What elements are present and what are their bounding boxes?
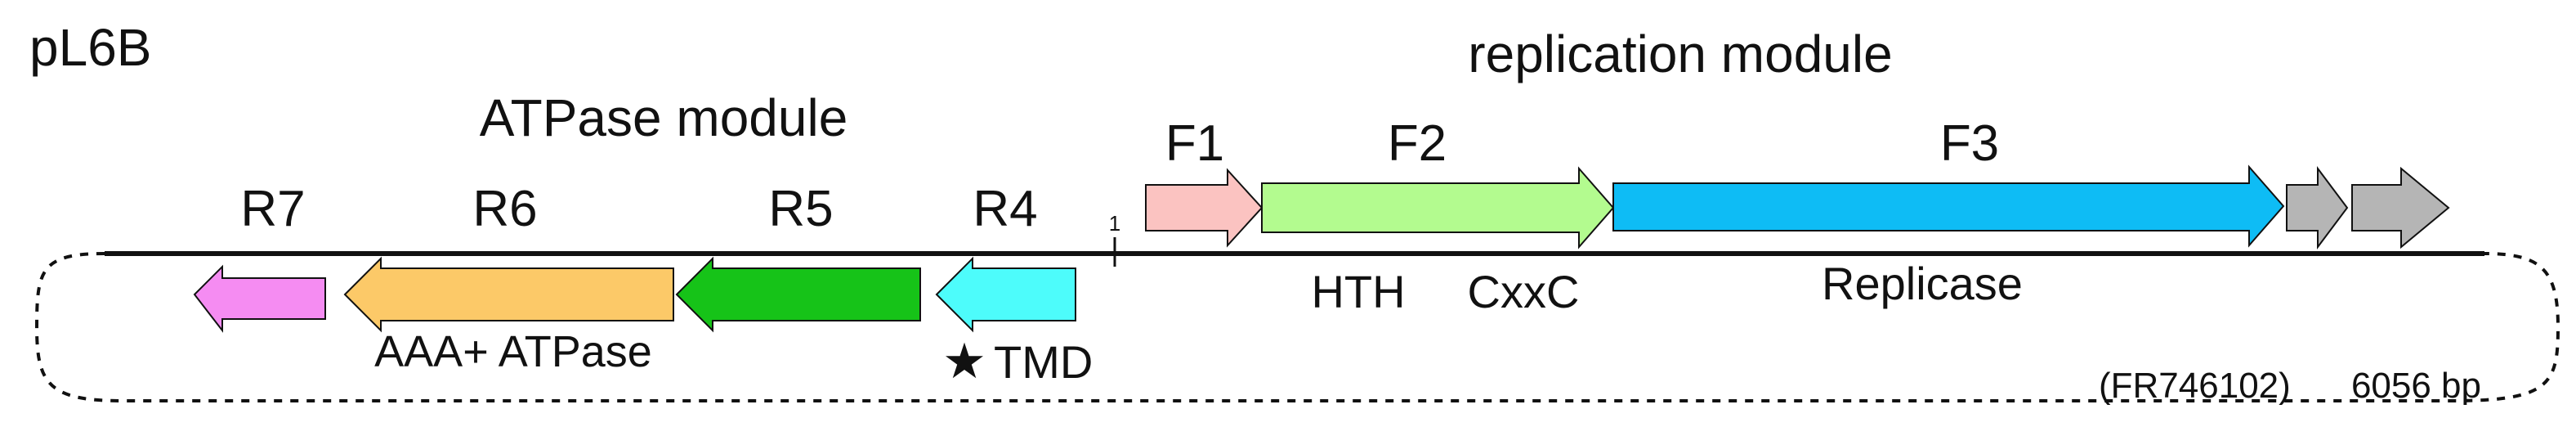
gene-label-f2: F2 (1388, 115, 1447, 172)
gene-label-r6: R6 (472, 181, 537, 237)
origin-marker: 1 (1109, 211, 1120, 236)
gene-arrow-r7 (193, 264, 326, 333)
module-title-atpase: ATPase module (480, 88, 848, 147)
annotation-tmd-star: ★ (942, 334, 986, 389)
gene-arrow-f3 (1612, 164, 2285, 248)
plasmid-name: pL6B (29, 18, 151, 77)
gene-arrow-r5 (675, 256, 921, 333)
annotation-aaa-atpase: AAA+ ATPase (374, 327, 652, 376)
gene-arrow-orf-grey-2 (2351, 166, 2450, 249)
gene-label-f1: F1 (1165, 115, 1224, 172)
plasmid-size: 6056 bp (2351, 366, 2481, 406)
gene-label-r5: R5 (768, 181, 833, 237)
gene-label-r7: R7 (240, 181, 305, 237)
gene-label-f3: F3 (1940, 115, 1999, 172)
annotation-cxxc: CxxC (1468, 266, 1580, 317)
module-title-replication: replication module (1468, 25, 1892, 83)
gene-arrow-r4 (935, 256, 1076, 333)
gene-label-r4: R4 (973, 181, 1037, 237)
gene-arrow-f1 (1145, 168, 1263, 248)
backbone-dashed-loop (34, 252, 2560, 402)
gene-arrow-orf-grey-1 (2286, 166, 2349, 249)
accession-number: (FR746102) (2099, 366, 2291, 406)
annotation-tmd: TMD (994, 336, 1093, 388)
annotation-replicase: Replicase (1822, 258, 2023, 309)
gene-arrow-r6 (343, 256, 674, 333)
gene-arrow-f2 (1261, 166, 1615, 249)
annotation-hth: HTH (1311, 266, 1405, 317)
